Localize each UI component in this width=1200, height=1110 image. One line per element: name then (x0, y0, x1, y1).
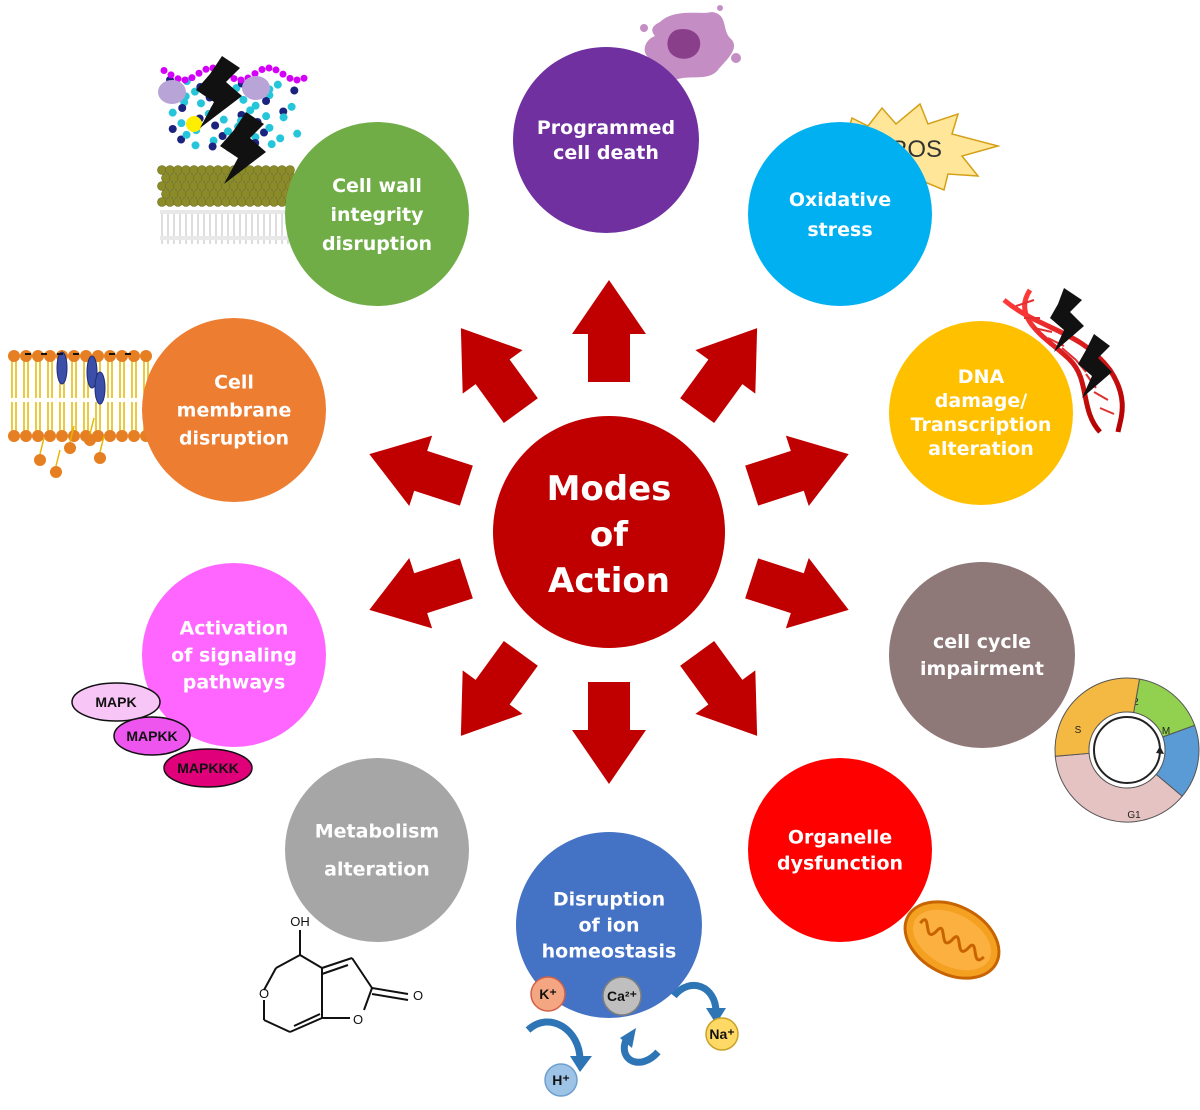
node-label-line: Disruption (553, 888, 665, 910)
node-label-line: of signaling (171, 645, 297, 667)
node-label-line: disruption (322, 233, 432, 255)
cell-wall-structure-icon (157, 56, 308, 244)
phase-label: M (1162, 726, 1170, 737)
node-circle (142, 318, 326, 502)
node-label-line: cell cycle (933, 631, 1031, 653)
atom-label-ring-o: O (259, 986, 269, 1001)
node-label-line: Metabolism (315, 821, 439, 843)
node-label-line: dysfunction (777, 853, 903, 875)
node-label-line: DNA (958, 366, 1005, 388)
arrow-6 (460, 641, 538, 736)
center-circle (493, 416, 725, 648)
lipid-bilayer-icon (8, 350, 152, 478)
node-circle (889, 321, 1073, 505)
node-label-line: Activation (180, 618, 289, 640)
apoptotic-cell-icon (640, 5, 741, 81)
node-label-line: Programmed (537, 117, 675, 139)
ion-label: Ca²⁺ (607, 988, 637, 1004)
metabolite-atom-labels: OH O O O (259, 914, 423, 1027)
metabolite-structure-icon (263, 930, 409, 1033)
ion-label: K⁺ (539, 986, 557, 1002)
node-label-line: pathways (183, 672, 286, 694)
node-label-line: Oxidative (789, 189, 891, 211)
node-metabolism-alteration: Metabolism alteration (285, 758, 469, 942)
node-signaling-activation: Activation of signaling pathways (142, 563, 326, 747)
ion-bubble (530, 976, 566, 1012)
ion-bubble (544, 1063, 578, 1097)
atom-label-oh: OH (290, 914, 310, 929)
node-circle (285, 122, 469, 306)
node-label-line: damage/ (935, 390, 1028, 412)
ion-label: Na⁺ (709, 1026, 734, 1042)
kinase-label: MAPKK (126, 728, 177, 744)
arrow-3 (745, 557, 849, 629)
node-label-line: alteration (928, 438, 1034, 460)
ion-bubble (705, 1017, 739, 1051)
atom-label-carbonyl-o: O (413, 988, 423, 1003)
node-ion-homeostasis: Disruption of ion homeostasis (516, 832, 702, 1018)
node-circle (748, 758, 932, 942)
radial-arrows (369, 280, 849, 784)
phase-label: S (1075, 725, 1082, 736)
arrow-0 (572, 280, 646, 382)
ion-label: H⁺ (552, 1072, 570, 1088)
mitochondrion-icon (903, 900, 1001, 980)
node-circle (142, 563, 326, 747)
arrow-4 (680, 641, 758, 736)
node-circle (748, 122, 932, 306)
node-label-line: Transcription (911, 414, 1052, 436)
arrow-1 (680, 328, 758, 423)
center-label-line-1: Modes (547, 469, 672, 509)
dna-helix-icon (1002, 288, 1125, 434)
arrow-5 (572, 682, 646, 784)
node-label-line: homeostasis (542, 940, 677, 962)
node-label-line: Cell (214, 372, 254, 394)
phase-label: G1 (1127, 810, 1141, 821)
node-circle (513, 47, 699, 233)
kinase-ellipse (163, 748, 253, 788)
ion-exchange-icons (525, 981, 726, 1072)
node-cell-cycle-impairment: cell cycle impairment (889, 562, 1075, 748)
node-label-line: integrity (331, 204, 425, 226)
arrow-7 (369, 557, 473, 629)
ion-bubbles: K⁺ Ca²⁺ Na⁺ H⁺ (530, 976, 739, 1097)
cell-cycle-wheel-icon: G2MG1S (1054, 677, 1200, 823)
node-label-line: stress (807, 219, 872, 241)
center-node: Modes of Action (493, 416, 725, 648)
ion-bubble (602, 976, 642, 1016)
node-oxidative-stress: Oxidative stress (748, 122, 932, 306)
node-programmed-cell-death: Programmed cell death (513, 47, 699, 233)
arrow-2 (745, 435, 849, 507)
node-circle (889, 562, 1075, 748)
node-label-line: membrane (177, 400, 292, 422)
node-label-line: Cell wall (332, 175, 422, 197)
node-label-line: cell death (553, 142, 659, 164)
node-label-line: of ion (578, 914, 639, 936)
atom-label-lactone-o: O (353, 1012, 363, 1027)
kinase-ellipse (71, 682, 161, 722)
center-label-line-3: Action (548, 561, 670, 601)
center-label-line-2: of (590, 515, 629, 555)
arrow-8 (369, 435, 473, 507)
node-label-line: disruption (179, 428, 289, 450)
node-label-line: alteration (324, 859, 430, 881)
node-circle (285, 758, 469, 942)
node-label-line: Organelle (788, 827, 892, 849)
node-organelle-dysfunction: Organelle dysfunction (748, 758, 932, 942)
kinase-label: MAPK (95, 694, 136, 710)
node-cell-wall-disruption: Cell wall integrity disruption (285, 122, 469, 306)
node-cell-membrane-disruption: Cell membrane disruption (142, 318, 326, 502)
node-circle (516, 832, 702, 1018)
kinase-label: MAPKKK (177, 760, 238, 776)
kinase-ellipse (113, 716, 191, 756)
arrow-9 (460, 328, 538, 423)
node-label-line: impairment (920, 658, 1044, 680)
